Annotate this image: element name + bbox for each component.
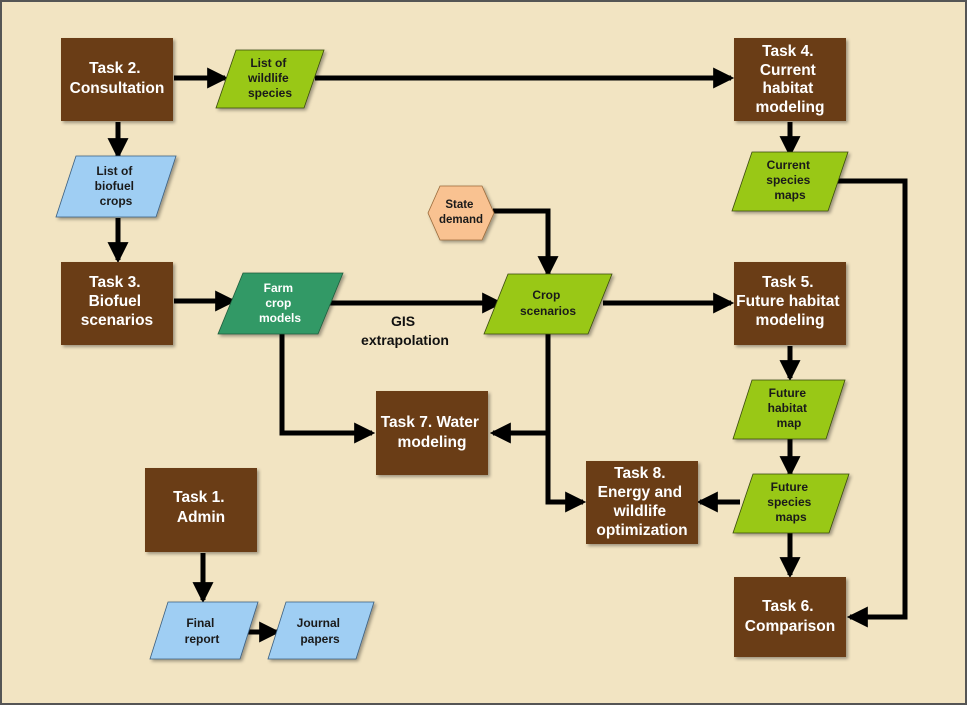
task3-label: Task 3. Biofuel scenarios [81, 274, 153, 329]
biofuel-crops-label: List of biofuel crops [95, 164, 138, 208]
task4-label: Task 4. Current habitat modeling [756, 43, 825, 116]
task7-label: Task 7. Water modeling [381, 414, 484, 451]
task6-label: Task 6. Comparison [745, 598, 835, 635]
task2-label: Task 2. Consultation [70, 60, 165, 97]
arrow-crop-scenarios-to-task8 [545, 433, 587, 513]
crop-scenarios-shape [483, 273, 613, 335]
state-demand-label: State demand [439, 199, 483, 226]
task4-box [734, 38, 846, 121]
arrow-current-maps-to-task6 [834, 178, 908, 628]
task8-label: Task 8. Energy and wildlife optimization [596, 465, 687, 539]
journal-papers-shape [267, 601, 375, 660]
future-species-maps-label: Future species maps [767, 480, 814, 524]
current-species-maps-label: Current species maps [766, 158, 813, 202]
state-demand-shape [427, 185, 495, 241]
future-species-maps-shape [732, 473, 850, 534]
task5-box [734, 262, 846, 345]
future-habitat-map-label: Future habitat map [768, 386, 811, 430]
task6-box [734, 577, 846, 657]
arrow-crop-scenarios-to-task7 [489, 333, 551, 444]
biofuel-crops-shape [55, 155, 177, 218]
journal-papers-label: Journal papers [297, 616, 344, 646]
crop-scenarios-label: Crop scenarios [520, 288, 576, 318]
task3-box [61, 262, 173, 345]
task1-label: Task 1. Admin [173, 489, 229, 526]
wildlife-species-label: List of wildlife species [247, 56, 292, 100]
arrow-farm-crop-to-task7 [279, 333, 376, 444]
task7-box [376, 391, 488, 475]
arrow-state-demand-to-crop-scenarios [493, 208, 559, 278]
farm-crop-models-shape [217, 272, 344, 335]
gis-extrapolation-label: GIS extrapolation [361, 313, 449, 348]
current-species-maps-shape [731, 151, 849, 212]
task1-box [145, 468, 257, 552]
final-report-shape [149, 601, 259, 660]
task2-box [61, 38, 173, 121]
task8-box [586, 461, 698, 544]
task5-label: Task 5. Future habitat modeling [736, 274, 844, 329]
connectors [107, 67, 908, 643]
future-habitat-map-shape [732, 379, 846, 440]
farm-crop-models-label: Farm crop models [259, 281, 301, 325]
wildlife-species-shape [215, 49, 325, 109]
final-report-label: Final report [185, 616, 220, 646]
